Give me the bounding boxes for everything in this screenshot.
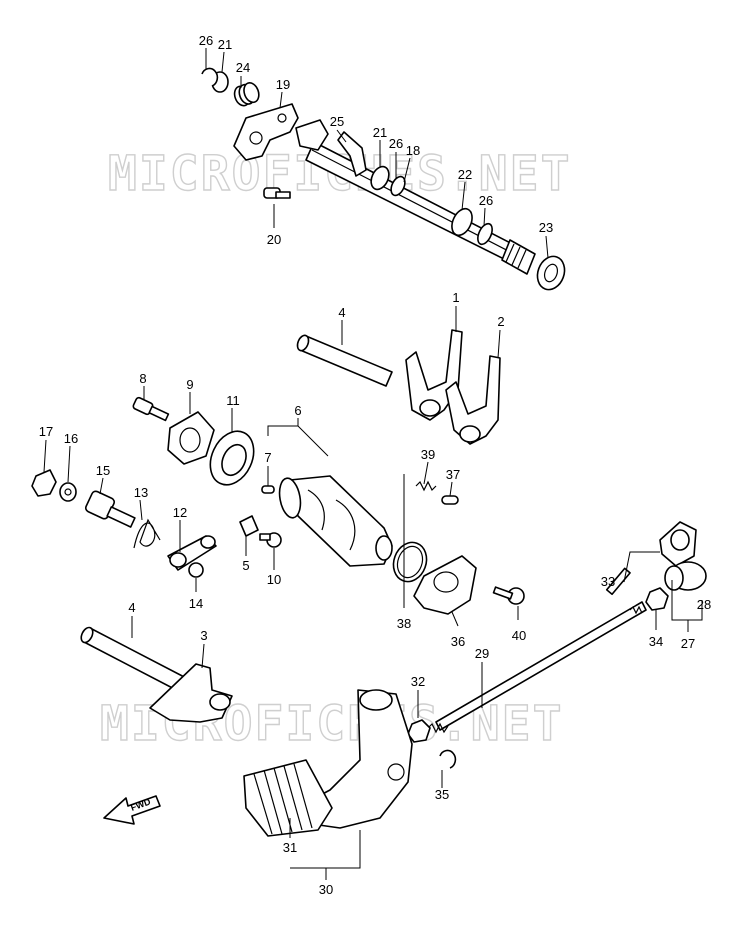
leader-lines (43, 48, 703, 880)
callout-37: 37 (446, 467, 460, 482)
callout-12: 12 (173, 505, 187, 520)
callout-24: 24 (236, 60, 250, 75)
callout-36: 36 (451, 634, 465, 649)
callout-15: 15 (96, 463, 110, 478)
callout-14: 14 (189, 596, 203, 611)
callout-29: 29 (475, 646, 489, 661)
callout-19: 19 (276, 77, 290, 92)
gearshift-lever-assembly (243, 601, 647, 837)
callout-11: 11 (226, 393, 240, 408)
fwd-arrow-icon: FWD (103, 795, 161, 825)
callout-40: 40 (512, 628, 526, 643)
gearshift-fork-lower (80, 626, 233, 723)
callout-8: 8 (139, 371, 146, 386)
callout-38: 38 (397, 616, 411, 631)
callout-13: 13 (134, 485, 148, 500)
callout-6: 6 (294, 403, 301, 418)
stopper-arm-group (31, 469, 217, 578)
callout-10: 10 (267, 572, 281, 587)
callout-7: 7 (264, 450, 271, 465)
callout-21b: 21 (373, 125, 387, 140)
callout-33: 33 (601, 574, 615, 589)
gearshift-joint-group (605, 521, 707, 611)
callout-34: 34 (649, 634, 663, 649)
callout-26: 26 (199, 33, 213, 48)
callout-21: 21 (218, 37, 232, 52)
callout-26b: 26 (389, 136, 403, 151)
callout-27: 27 (681, 636, 695, 651)
gearshift-shaft-assembly (201, 67, 566, 291)
callout-26c: 26 (479, 193, 493, 208)
callout-9: 9 (186, 377, 193, 392)
callout-18: 18 (406, 143, 420, 158)
callout-39: 39 (421, 447, 435, 462)
callout-28: 28 (697, 597, 711, 612)
callout-2: 2 (497, 314, 504, 329)
callout-4a: 4 (338, 305, 345, 320)
callout-31: 31 (283, 840, 297, 855)
callout-23: 23 (539, 220, 553, 235)
callout-16: 16 (64, 431, 78, 446)
callout-20: 20 (267, 232, 281, 247)
callout-25: 25 (330, 114, 344, 129)
callout-labels: 26 21 24 19 20 25 21 26 18 22 26 23 4 1 … (39, 33, 711, 897)
callout-5: 5 (242, 558, 249, 573)
callout-17: 17 (39, 424, 53, 439)
callout-35: 35 (435, 787, 449, 802)
callout-1: 1 (452, 290, 459, 305)
callout-30: 30 (319, 882, 333, 897)
gearshift-forks-upper (296, 329, 501, 445)
gearshift-cam-assembly (132, 396, 525, 615)
callout-32: 32 (411, 674, 425, 689)
callout-4b: 4 (128, 600, 135, 615)
callout-22: 22 (458, 167, 472, 182)
callout-3: 3 (200, 628, 207, 643)
